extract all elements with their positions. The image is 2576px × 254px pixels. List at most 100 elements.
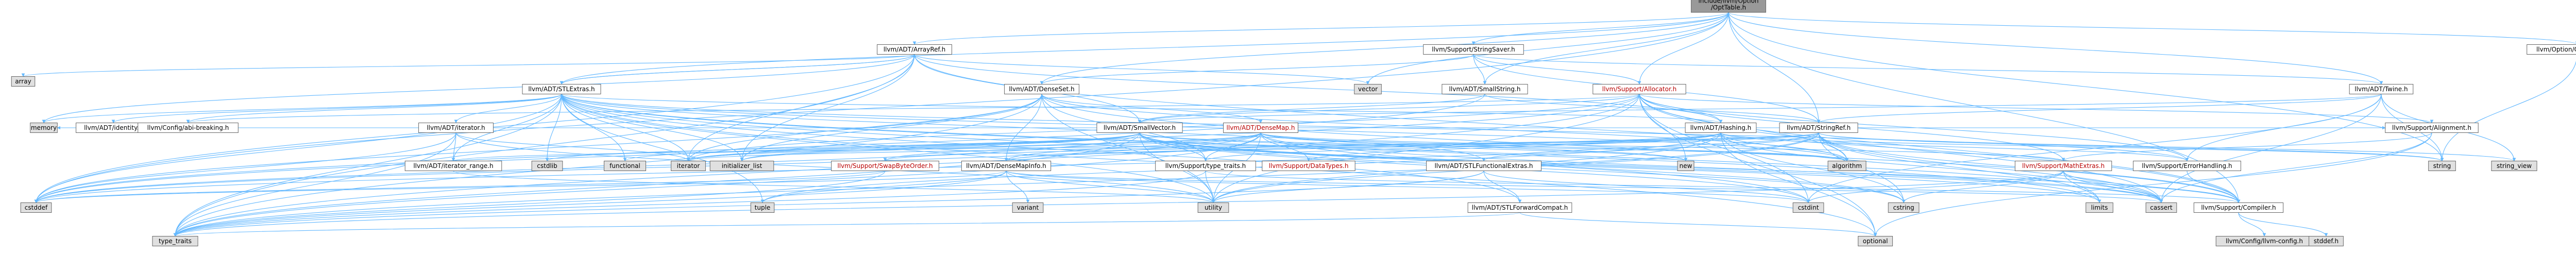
edge-root-to-twine [1728,12,2383,85]
node-stlforwardcompat[interactable]: llvm/ADT/STLForwardCompat.h [1467,202,1572,213]
node-box [1592,84,1686,94]
node-box [2428,161,2456,171]
node-variant[interactable]: variant [1012,202,1044,213]
edge-smallstring-to-smallvector [1138,94,1485,124]
node-errorhandling[interactable]: llvm/Support/ErrorHandling.h [2133,161,2241,171]
node-abibreaking[interactable]: llvm/Config/abi-breaking.h [138,123,239,133]
node-label: type_traits [159,238,192,245]
node-initializer_list[interactable]: initializer_list [709,161,774,171]
node-twine[interactable]: llvm/ADT/Twine.h [2349,84,2414,94]
edge-allocator-to-smallvector [1138,94,1640,124]
node-stddef[interactable]: stddef.h [2309,236,2344,246]
node-denseset[interactable]: llvm/ADT/DenseSet.h [1004,84,1079,94]
node-root[interactable]: include/llvm/Option/OptTable.h [1691,0,1766,13]
node-cstring[interactable]: cstring [1888,202,1920,213]
edge-typetraits-to-compiler [1205,171,2240,204]
node-label-line: cassert [2150,204,2173,211]
node-label: llvm/ADT/DenseMapInfo.h [966,162,1046,170]
node-arrayref[interactable]: llvm/ADT/ArrayRef.h [877,44,952,55]
node-mathextras[interactable]: llvm/Support/MathExtras.h [2014,161,2112,171]
node-tuple[interactable]: tuple [750,202,775,213]
edge-stringref-to-string [1818,132,2444,162]
node-type_traits[interactable]: type_traits [152,236,198,246]
node-datatypes[interactable]: llvm/Support/DataTypes.h [1262,161,1355,171]
node-label-line: new [1680,162,1692,170]
edge-densemap-to-swapbyteorder [883,132,1261,162]
node-identity[interactable]: llvm/ADT/identity.h [76,123,151,133]
edge-hashing-to-string [1720,132,2444,162]
node-box [20,202,52,213]
node-label-line: include/llvm/Option [1698,0,1758,5]
edge-densemapinfo-to-cstddef [35,171,1007,204]
node-algorithm[interactable]: algorithm [1827,161,1867,171]
node-label: new [1680,162,1692,170]
node-label: llvm/ADT/StringRef.h [1787,124,1851,131]
node-box [1888,202,1920,213]
node-swapbyteorder[interactable]: llvm/Support/SwapByteOrder.h [831,161,939,171]
edge-stringsaver-to-allocator [1473,54,1641,85]
node-new[interactable]: new [1677,161,1694,171]
node-iterator[interactable]: iterator [671,161,706,171]
node-alignment[interactable]: llvm/Support/Alignment.h [2385,123,2479,133]
edge-densemapinfo-to-variant [1006,171,1030,204]
node-vector[interactable]: vector [1354,84,1382,94]
node-box [1155,161,1256,171]
node-iteratorrange[interactable]: llvm/ADT/iterator_range.h [404,161,502,171]
node-string[interactable]: string [2428,161,2456,171]
node-hashing[interactable]: llvm/ADT/Hashing.h [1685,123,1757,133]
node-stringsaver[interactable]: llvm/Support/StringSaver.h [1423,44,1524,55]
node-label-line: iterator [677,162,700,170]
node-label: llvm/Support/DataTypes.h [1269,162,1349,170]
node-config[interactable]: llvm/Config/llvm-config.h [2215,236,2313,246]
node-label: llvm/Option/OptSpecifier.h [2536,46,2576,53]
edge-iteratorrange-to-utility [453,171,1215,204]
edge-denseset-to-cstddef [34,94,1042,204]
node-stringref[interactable]: llvm/ADT/StringRef.h [1779,123,1858,133]
edge-smallstring-to-cstddef [34,94,1485,204]
node-label-line: llvm/Support/ErrorHandling.h [2142,162,2232,170]
node-densemap[interactable]: llvm/ADT/DenseMap.h [1223,123,1298,133]
node-typetraits[interactable]: llvm/Support/type_traits.h [1155,161,1256,171]
node-optional[interactable]: optional [1858,236,1893,246]
node-label-line: llvm/ADT/STLFunctionalExtras.h [1434,162,1533,170]
edge-hashing-to-optional [1720,132,1877,237]
node-box [709,161,774,171]
node-compiler[interactable]: llvm/Support/Compiler.h [2193,202,2284,213]
node-densemapinfo[interactable]: llvm/ADT/DenseMapInfo.h [961,161,1052,171]
edge-allocator-to-optional [1639,94,1877,237]
edge-allocator-to-utility [1211,94,1640,204]
node-cstdlib[interactable]: cstdlib [531,161,563,171]
node-label-line: llvm/Support/MathExtras.h [2022,162,2105,170]
node-iterator[interactable]: llvm/ADT/iterator.h [418,123,494,133]
node-label: tuple [755,204,771,211]
node-box [418,123,494,133]
node-box [750,202,775,213]
edge-smallstring-to-stringref [1484,94,1821,124]
node-cstdint[interactable]: cstdint [1792,202,1824,213]
node-label-line: initializer_list [722,162,762,170]
node-cassert[interactable]: cassert [2145,202,2177,213]
node-memory[interactable]: memory [30,123,58,133]
edge-stringsaver-to-smallstring [1473,54,1487,85]
node-limits[interactable]: limits [2086,202,2113,213]
node-label: llvm/ADT/Hashing.h [1690,124,1752,131]
node-allocator[interactable]: llvm/Support/Allocator.h [1592,84,1686,94]
node-stlextras[interactable]: llvm/ADT/STLExtras.h [522,84,601,94]
node-string_view[interactable]: string_view [2491,161,2537,171]
edge-stlextras-to-arrayref [561,54,917,84]
node-utility[interactable]: utility [1197,202,1229,213]
node-optspecifier[interactable]: llvm/Option/OptSpecifier.h [2527,44,2576,55]
node-smallstring[interactable]: llvm/ADT/SmallString.h [1442,84,1528,94]
edge-stlforwardcompat-to-optional [1519,212,1877,237]
node-label: llvm/Support/StringSaver.h [1432,46,1515,53]
edge-densemap-to-algorithm [1260,132,1849,162]
node-smallvector[interactable]: llvm/ADT/SmallVector.h [1096,123,1183,133]
node-box [1685,123,1757,133]
node-cstddef[interactable]: cstddef [20,202,52,213]
node-label: llvm/Support/SwapByteOrder.h [837,162,933,170]
edge-stlfunctionalextras-to-type_traits [173,171,1484,237]
node-stlfunctionalextras[interactable]: llvm/ADT/STLFunctionalExtras.h [1426,161,1541,171]
node-array[interactable]: array [11,76,36,87]
node-box [2527,44,2576,55]
node-functional[interactable]: functional [604,161,646,171]
